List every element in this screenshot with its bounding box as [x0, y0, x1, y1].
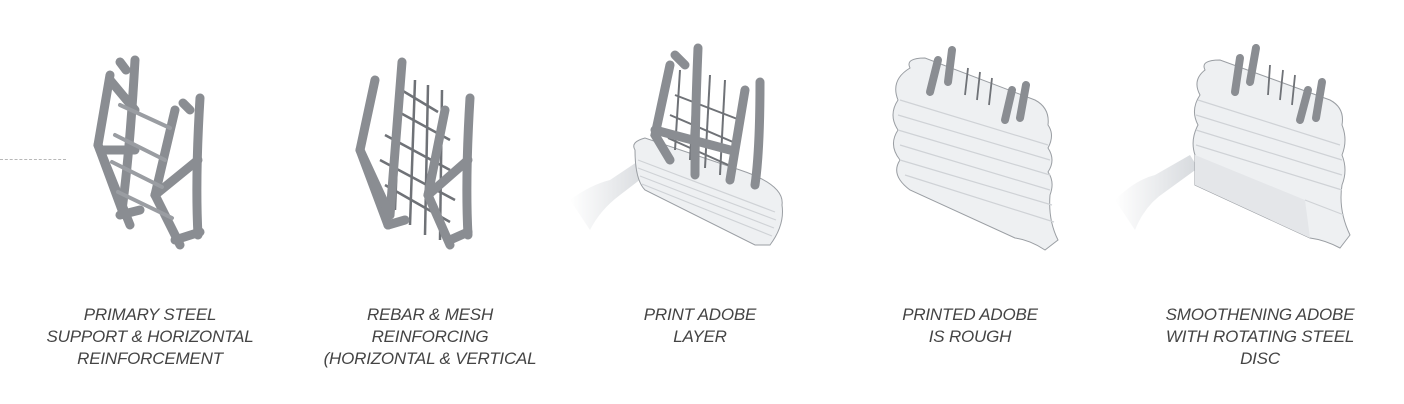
step-5: SMOOTHENING ADOBE WITH ROTATING STEEL DI… [1110, 0, 1404, 404]
step-2: REBAR & MESH REINFORCING (HORIZONTAL & V… [280, 0, 580, 404]
step-3: PRINT ADOBE LAYER [550, 0, 850, 404]
guide-dashed-line [0, 159, 66, 160]
step-1: PRIMARY STEEL SUPPORT & HORIZONTAL REINF… [0, 0, 300, 404]
step-1-caption: PRIMARY STEEL SUPPORT & HORIZONTAL REINF… [46, 305, 254, 368]
step-3-caption: PRINT ADOBE LAYER [643, 305, 757, 346]
step-5-caption: SMOOTHENING ADOBE WITH ROTATING STEEL DI… [1165, 305, 1355, 368]
rebar-mesh-icon [355, 57, 475, 250]
rough-adobe-icon [892, 46, 1059, 251]
steel-frame-icon [93, 55, 205, 250]
print-adobe-icon [570, 43, 783, 246]
step-4-caption: PRINTED ADOBE IS ROUGH [902, 305, 1038, 346]
smoothing-disc-icon [1115, 44, 1351, 249]
step-4: PRINTED ADOBE IS ROUGH [820, 0, 1120, 404]
step-2-caption: REBAR & MESH REINFORCING (HORIZONTAL & V… [323, 305, 537, 368]
